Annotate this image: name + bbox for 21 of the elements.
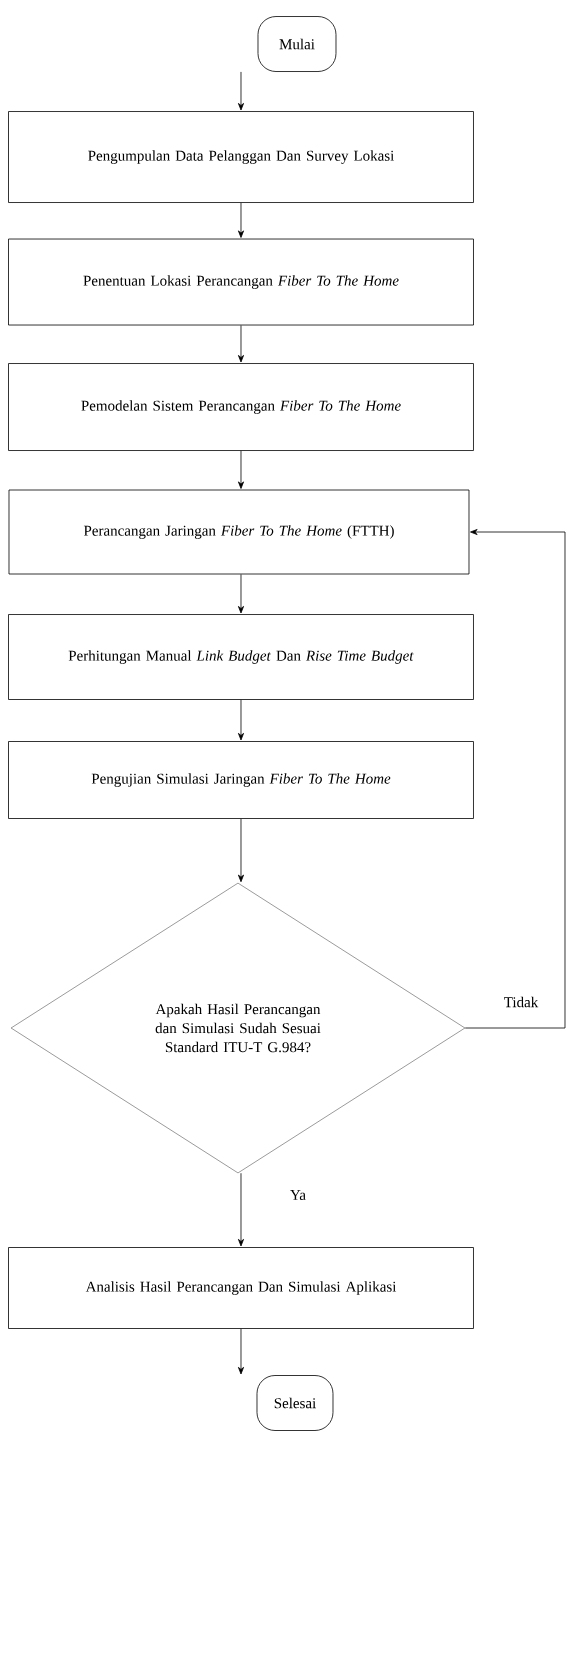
arrow [238, 71, 244, 111]
arrow [238, 450, 244, 489]
arrow [238, 699, 244, 741]
process-box: Perhitungan Manual Link Budget Dan Rise Time Budget [8, 614, 474, 700]
process-box: Pengujian Simulasi Jaringan Fiber To The Home [8, 741, 474, 819]
arrow [238, 1172, 244, 1247]
arrow [464, 529, 566, 1029]
arrow [238, 202, 244, 238]
process-box: Analisis Hasil Perancangan Dan Simulasi Aplikasi [8, 1247, 474, 1329]
process-box: Perancangan Jaringan Fiber To The Home (FTTH) [8, 489, 470, 575]
process-box: Penentuan Lokasi Perancangan Fiber To The Home [8, 238, 474, 326]
terminal-box: Mulai [257, 16, 337, 72]
edge-label: Ya [289, 1189, 307, 1201]
arrow [238, 818, 244, 883]
arrow [238, 325, 244, 363]
process-box: Pemodelan Sistem Perancangan Fiber To The Home [8, 363, 474, 451]
edge-label: Tidak [502, 995, 540, 1009]
arrow [238, 574, 244, 614]
arrow [238, 1328, 244, 1375]
terminal-box: Selesai [256, 1375, 334, 1431]
process-box: Pengumpulan Data Pelanggan Dan Survey Lokasi [8, 111, 474, 203]
